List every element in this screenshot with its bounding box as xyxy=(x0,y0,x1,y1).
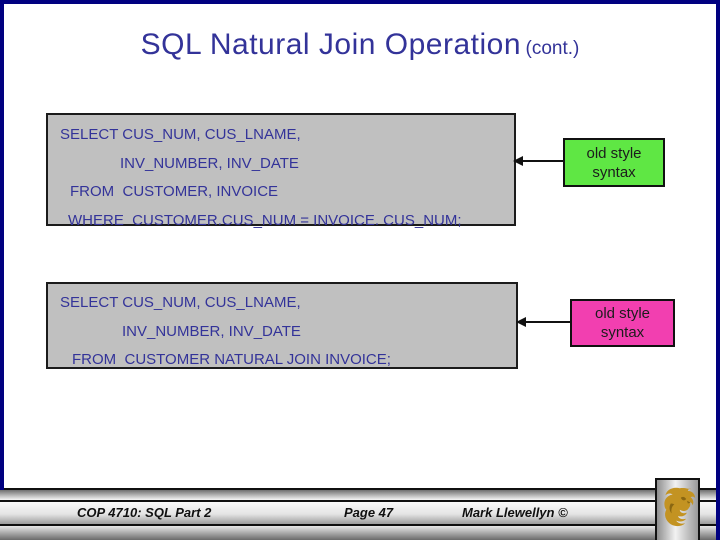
code-line: INV_NUMBER, INV_DATE xyxy=(122,322,301,340)
footer-course-label: COP 4710: SQL Part 2 xyxy=(77,505,212,520)
code-line: FROM CUSTOMER, INVOICE xyxy=(70,183,279,200)
footer-divider xyxy=(0,500,716,502)
callout-arrow-head-icon xyxy=(513,156,523,166)
pegasus-logo-icon xyxy=(660,485,696,536)
callout-label-line: old style xyxy=(586,144,642,162)
footer-divider xyxy=(0,488,716,490)
callout-old-style-syntax-green: old style syntax xyxy=(563,138,665,187)
footer-band-main xyxy=(0,502,716,524)
slide-title-text: SQL Natural Join Operation xyxy=(140,28,522,61)
callout-arrow-line xyxy=(524,321,570,323)
ucf-logo-panel xyxy=(655,478,700,540)
footer-divider xyxy=(0,524,716,526)
callout-label-line: old style xyxy=(594,305,651,322)
footer-author-label: Mark Llewellyn © xyxy=(462,505,568,520)
footer-band-bottom xyxy=(0,526,716,540)
code-line: FROM CUSTOMER NATURAL JOIN INVOICE; xyxy=(72,351,391,368)
footer-page-number: Page 47 xyxy=(344,505,394,520)
callout-old-style-syntax-magenta: old style syntax xyxy=(570,299,675,347)
slide-title-suffix: (cont.) xyxy=(525,38,580,59)
code-line: SELECT CUS_NUM, CUS_LNAME, xyxy=(60,126,301,143)
sql-old-style-code-box: SELECT CUS_NUM, CUS_LNAME, INV_NUMBER, I… xyxy=(46,113,516,229)
slide-title: SQL Natural Join Operation (cont.) xyxy=(0,28,720,62)
slide-border-left xyxy=(0,0,4,490)
callout-arrow-head-icon xyxy=(516,317,526,327)
slide-footer-bar: COP 4710: SQL Part 2 Page 47 Mark Llewel… xyxy=(0,488,716,540)
callout-label-line: syntax xyxy=(592,163,636,181)
slide-border-top xyxy=(0,0,720,4)
sql-natural-join-code-box: SELECT CUS_NUM, CUS_LNAME, INV_NUMBER, I… xyxy=(46,282,518,369)
code-line: INV_NUMBER, INV_DATE xyxy=(120,154,299,172)
slide-border-right xyxy=(716,0,720,540)
callout-arrow-line xyxy=(521,160,563,162)
footer-band-top xyxy=(0,490,716,500)
code-line: WHERE CUSTOMER.CUS_NUM = INVOICE. CUS_NU… xyxy=(68,211,462,229)
code-line: SELECT CUS_NUM, CUS_LNAME, xyxy=(60,294,301,311)
callout-label-line: syntax xyxy=(600,324,645,341)
